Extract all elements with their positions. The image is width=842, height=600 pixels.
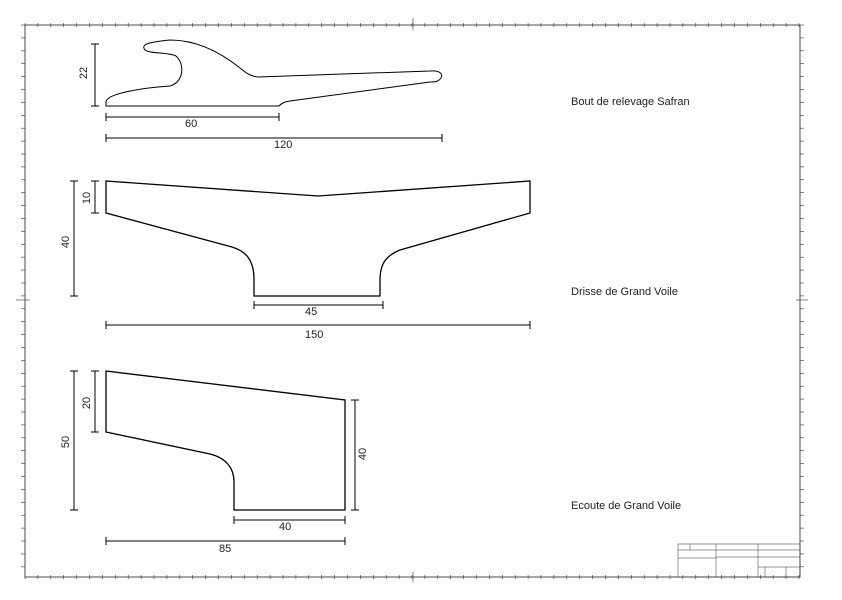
part-ecoute-de-grand-voile (70, 370, 359, 545)
dim-ecoute-20: 20 (81, 396, 94, 410)
dim-safran-60: 60 (185, 118, 198, 130)
title-block (677, 543, 801, 578)
part-bout-de-relevage-safran (91, 39, 443, 142)
dim-ecoute-85: 85 (219, 543, 232, 555)
title-ecoute: Ecoute de Grand Voile (571, 500, 682, 512)
dim-safran-height: 22 (78, 66, 91, 80)
dim-drisse-40: 40 (60, 235, 73, 249)
ecoute-profile (105, 370, 346, 511)
dim-drisse-45: 45 (305, 306, 318, 318)
frame-ticks (16, 18, 808, 582)
dim-drisse-150: 150 (305, 329, 324, 341)
dim-drisse-10: 10 (81, 191, 94, 205)
drisse-profile (105, 180, 531, 297)
dim-ecoute-40-base: 40 (279, 521, 292, 533)
dim-safran-120: 120 (274, 139, 293, 151)
dim-ecoute-50: 50 (60, 435, 73, 449)
dim-ecoute-40-right: 40 (357, 447, 370, 461)
safran-profile (105, 39, 443, 107)
title-safran: Bout de relevage Safran (571, 96, 690, 108)
part-drisse-de-grand-voile (70, 180, 531, 329)
title-drisse: Drisse de Grand Voile (571, 286, 678, 298)
sheet-frame (24, 24, 801, 578)
